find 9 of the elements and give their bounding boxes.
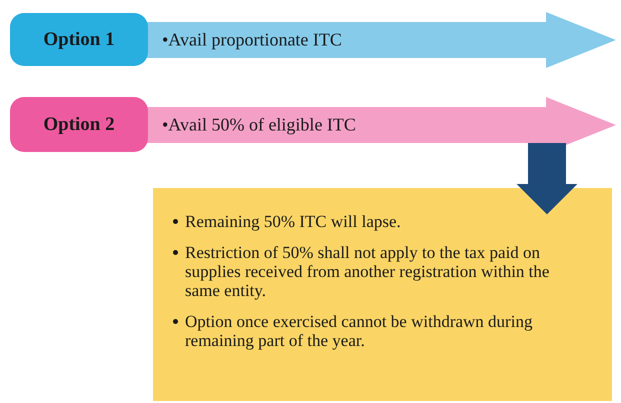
bullet-text: Option once exercised cannot be withdrawn during remaining part of the year. [185,312,572,350]
bullet-text: Restriction of 50% shall not apply to the tax paid on supplies received from another registration within the same entity. [185,243,572,300]
option-text: •Avail 50% of eligible ITC [162,114,356,136]
bullet-text: Remaining 50% ITC will lapse. [185,212,572,231]
arrow [516,143,578,214]
option-pill: Option 1 [10,13,148,66]
option-pill: Option 2 [10,97,148,152]
option-text: •Avail proportionate ITC [162,30,342,50]
note-box [153,188,612,401]
